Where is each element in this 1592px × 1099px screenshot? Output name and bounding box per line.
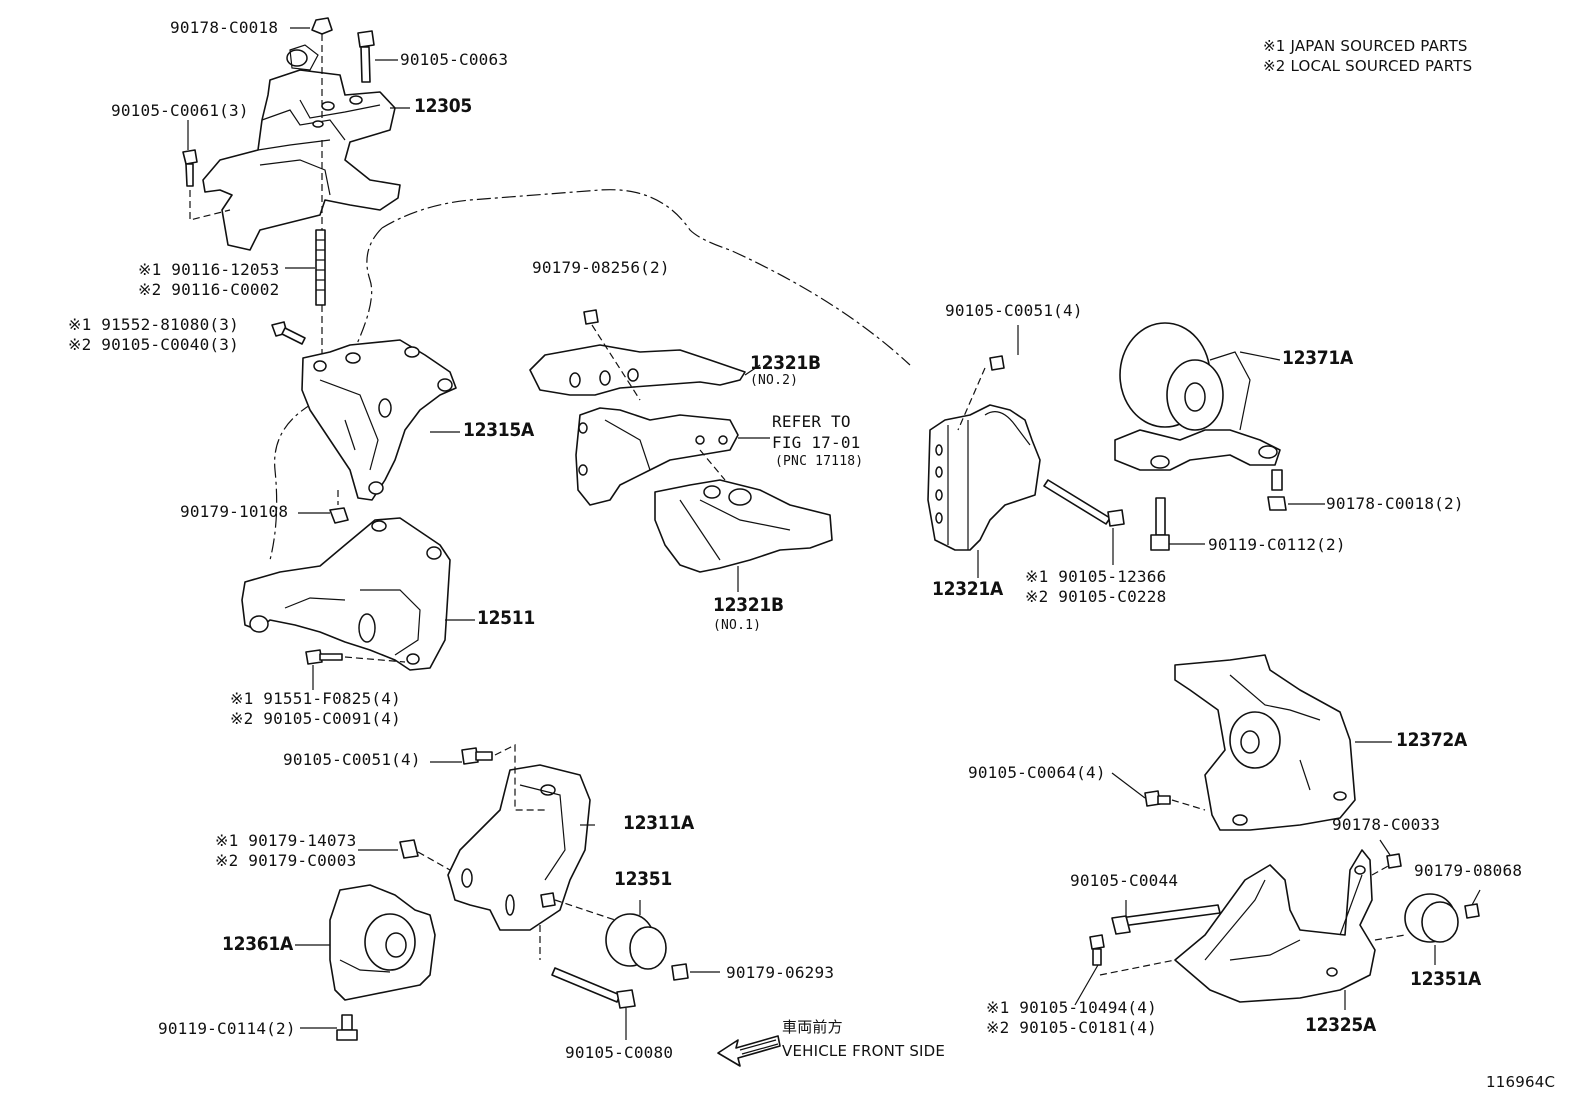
part-label-90105-c0044: 90105-C0044 [1070, 871, 1179, 890]
part-label-90178-c0018: 90178-C0018 [170, 18, 279, 37]
bracket-12511 [241, 517, 451, 671]
part-label-90179-06293: 90179-06293 [726, 963, 835, 982]
part-label-90105-c0228: ※2 90105-C0228 [1025, 587, 1167, 606]
part-label-12361a: 12361A [222, 933, 293, 955]
mount-12372a [1144, 654, 1356, 831]
part-label-90105-c0064: 90105-C0064(4) [968, 763, 1106, 782]
bracket-12315a [301, 339, 457, 524]
bushing-12351 [605, 900, 720, 981]
bracket-12325a [1089, 849, 1376, 1010]
bolt-90105-c0080 [539, 925, 636, 1040]
part-label-90105-10494: ※1 90105-10494(4) [986, 998, 1157, 1017]
part-label-12315a: 12315A [463, 419, 534, 441]
part-label-12311a: 12311A [623, 812, 694, 834]
mount-12305 [202, 44, 401, 251]
part-label-12351: 12351 [614, 868, 672, 890]
part-label-90179-08256: 90179-08256(2) [532, 258, 670, 277]
hardware-12305 [182, 17, 375, 360]
part-label-12351a: 12351A [1410, 968, 1481, 990]
part-label-12321a: 12321A [932, 578, 1003, 600]
bracket-refer-fig-17-01 [575, 407, 739, 506]
part-label-12325a: 12325A [1305, 1014, 1376, 1036]
part-label-90119-c0114: 90119-C0114(2) [158, 1019, 296, 1038]
part-label-90105-c0051-right: 90105-C0051(4) [945, 301, 1083, 320]
part-label-90179-14073: ※1 90179-14073 [215, 831, 357, 850]
part-label-90116-12053: ※1 90116-12053 [138, 260, 280, 279]
note-local-sourced: ※2 LOCAL SOURCED PARTS [1263, 57, 1473, 75]
part-label-91551-f0825: ※1 91551-F0825(4) [230, 689, 401, 708]
part-label-90116-c0002: ※2 90116-C0002 [138, 280, 280, 299]
bracket-12321b-no2 [529, 309, 746, 401]
part-label-90105-c0091: ※2 90105-C0091(4) [230, 709, 401, 728]
part-label-12511: 12511 [477, 607, 535, 629]
part-label-90105-c0080: 90105-C0080 [565, 1043, 674, 1062]
mount-12361a [329, 884, 436, 1041]
part-label-90105-c0181: ※2 90105-C0181(4) [986, 1018, 1157, 1037]
refer-to-label: REFER TO [772, 412, 851, 431]
refer-fig-label: FIG 17-01 [772, 433, 861, 452]
figure-id: 116964C [1486, 1073, 1556, 1091]
bushing-12351a [1371, 853, 1480, 965]
part-label-90178-c0033: 90178-C0033 [1332, 815, 1441, 834]
part-label-12372a: 12372A [1396, 729, 1467, 751]
part-label-90105-c0051-left: 90105-C0051(4) [283, 750, 421, 769]
part-label-12305: 12305 [414, 95, 472, 117]
part-label-12371a: 12371A [1282, 347, 1353, 369]
bracket-12311a [399, 744, 616, 931]
part-label-no2: (NO.2) [750, 373, 799, 388]
part-label-no1: (NO.1) [713, 618, 762, 633]
mount-12371a [1114, 322, 1287, 551]
part-label-90105-c0061: 90105-C0061(3) [111, 101, 249, 120]
bracket-12321b-no1 [654, 479, 833, 592]
part-label-90178-c0018-2: 90178-C0018(2) [1326, 494, 1464, 513]
part-label-12321b-no1: 12321B [713, 594, 784, 616]
part-label-90179-10108: 90179-10108 [180, 502, 289, 521]
part-label-90105-c0063: 90105-C0063 [400, 50, 509, 69]
part-label-90105-c0040: ※2 90105-C0040(3) [68, 335, 239, 354]
refer-pnc-label: (PNC 17118) [775, 454, 864, 469]
part-label-90119-c0112: 90119-C0112(2) [1208, 535, 1346, 554]
part-label-90179-08068: 90179-08068 [1414, 861, 1523, 880]
part-label-90179-c0003: ※2 90179-C0003 [215, 851, 357, 870]
bracket-12321a [927, 355, 1125, 565]
part-label-90105-12366: ※1 90105-12366 [1025, 567, 1167, 586]
direction-label-en: VEHICLE FRONT SIDE [782, 1042, 946, 1060]
note-japan-sourced: ※1 JAPAN SOURCED PARTS [1263, 37, 1468, 55]
vehicle-front-arrow [717, 1035, 781, 1067]
reference-line [381, 189, 911, 366]
direction-label-jp: 車両前方 [782, 1018, 843, 1036]
part-label-12321b-no2: 12321B [750, 352, 821, 374]
leader-lines [187, 27, 1481, 1029]
part-label-91552-81080: ※1 91552-81080(3) [68, 315, 239, 334]
